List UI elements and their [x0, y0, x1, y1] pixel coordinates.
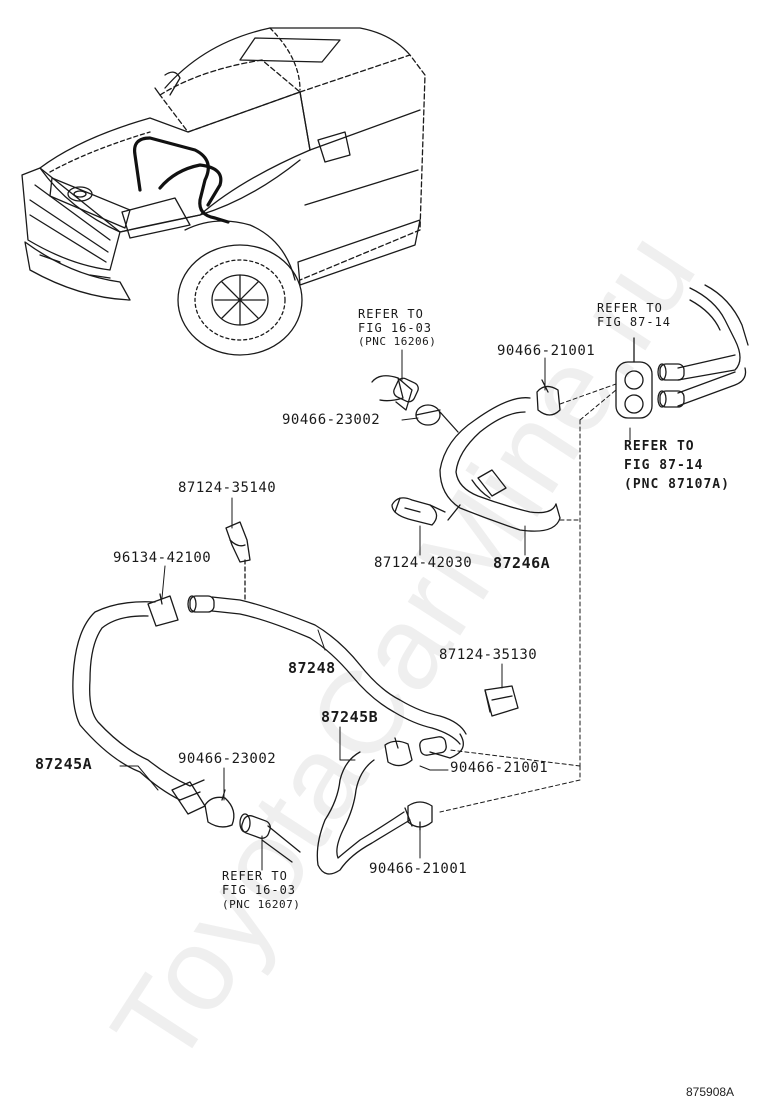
part-90466-21001-bottom: 90466-21001	[369, 861, 468, 877]
part-87246a: 87246A	[493, 554, 551, 572]
ref-right-line2: FIG 87-14	[597, 315, 672, 329]
ref-right-bottom-line1: REFER TO	[624, 439, 695, 454]
hose-87245b	[316, 737, 433, 875]
bracket-87124-35130	[484, 685, 519, 717]
ref-right-bottom-line3: (PNC 87107A)	[624, 477, 730, 492]
part-87124-35130: 87124-35130	[439, 647, 538, 663]
part-96134-42100: 96134-42100	[113, 550, 212, 566]
part-87248: 87248	[288, 659, 336, 677]
figure-code: 875908A	[686, 1085, 735, 1099]
part-90466-21001-middle: 90466-21001	[450, 760, 549, 776]
part-87124-35140: 87124-35140	[178, 480, 277, 496]
ref-bottom-line3: (PNC 16207)	[222, 898, 301, 911]
ref-top-line1: REFER TO	[358, 307, 424, 321]
hose-87245a	[72, 593, 301, 863]
part-87124-42030: 87124-42030	[374, 555, 473, 571]
part-90466-23002-bottom: 90466-23002	[178, 751, 277, 767]
hose-87246a	[371, 375, 561, 532]
ref-bottom-line1: REFER TO	[222, 869, 288, 883]
part-87245b: 87245B	[321, 708, 379, 726]
dashed-guides	[439, 383, 617, 813]
heater-core-pipes	[615, 284, 749, 419]
ref-bottom-line2: FIG 16-03	[222, 883, 297, 897]
ref-right-bottom-line2: FIG 87-14	[624, 458, 704, 473]
part-87245a: 87245A	[35, 755, 93, 773]
leader-lines	[119, 349, 631, 871]
pipe-87248	[187, 521, 467, 759]
ref-top-line2: FIG 16-03	[358, 321, 433, 335]
ref-right-line1: REFER TO	[597, 301, 663, 315]
part-90466-21001-top: 90466-21001	[497, 343, 596, 359]
part-90466-23002-top: 90466-23002	[282, 412, 381, 428]
vehicle-illustration	[21, 27, 426, 356]
ref-top-line3: (PNC 16206)	[358, 335, 437, 348]
